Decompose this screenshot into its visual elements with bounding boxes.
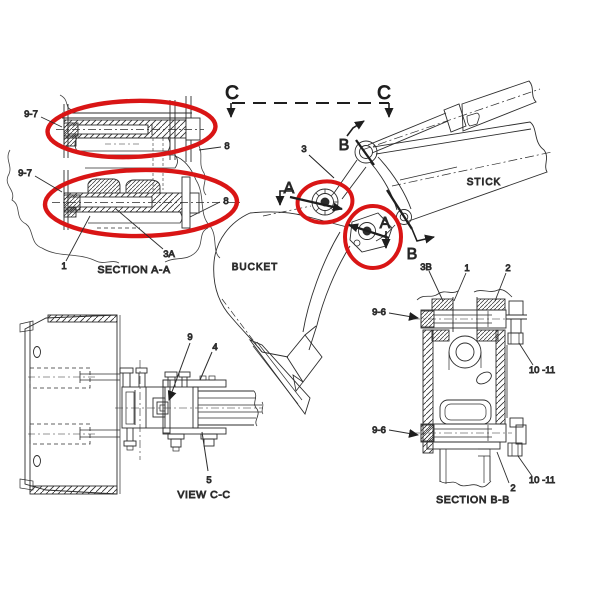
callout-10-11-top: 10 -11 [529,365,555,376]
callout-10-11-bottom: 10 -11 [529,475,555,486]
bucket-label: BUCKET [232,262,279,273]
view-cc-drawing: 9 4 5 VIEW C-C [19,314,264,501]
callout-4: 4 [212,342,217,353]
label-c-left: C [225,83,239,104]
section-bb-title: SECTION B-B [436,494,510,506]
callout-2-top: 2 [505,263,510,274]
label-c-right: C [377,83,391,104]
stick-label: STICK [467,177,501,188]
linkage-drawing: STICK BUCKET [213,80,553,415]
highlight-circle-pin-a-left [295,179,355,225]
label-b-top: B [339,137,350,154]
highlight-circle-pin-a-right [343,204,403,270]
callout-8-top: 8 [224,141,229,152]
callout-3a: 3A [163,249,175,260]
callout-9-7-top: 9-7 [24,109,38,120]
highlight-ellipse-bottom [42,167,240,239]
callout-1: 1 [61,261,66,272]
callout-9-6-top: 9-6 [372,307,386,318]
callout-8-bottom: 8 [223,196,228,207]
view-cc-title: VIEW C-C [177,489,230,501]
highlight-ellipse-top [45,98,218,160]
label-a-left: A [284,180,295,197]
callout-1-bb: 1 [464,263,469,274]
callout-9-7-bottom: 9-7 [18,168,32,179]
label-b-bottom: B [407,246,418,263]
label-a-right: A [380,215,391,232]
callout-3: 3 [301,144,306,155]
cc-cut-line: C C [225,83,394,118]
callout-9-6-bottom: 9-6 [372,425,386,436]
callout-5: 5 [206,475,211,486]
section-aa-drawing: 9-7 9-7 8 8 1 3A SECTION A-A [6,94,240,276]
section-bb-drawing: 3B 1 2 9-6 9-6 10 -11 10 -11 2 SECTION B… [372,262,556,507]
callout-3b: 3B [420,262,432,273]
callout-2-bottom: 2 [510,483,515,494]
section-aa-title: SECTION A-A [97,264,170,276]
callout-9: 9 [187,332,192,343]
